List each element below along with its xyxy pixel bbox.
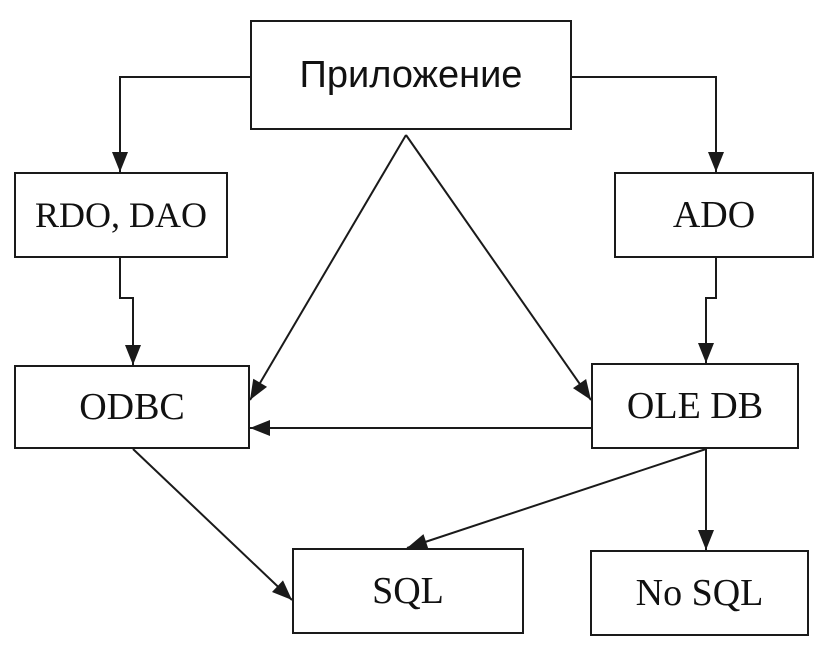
node-app: Приложение: [250, 20, 572, 130]
edge-ado-to-ole-db: [698, 258, 717, 363]
node-ado: ADO: [614, 172, 814, 258]
edge-line: [406, 448, 707, 549]
node-sql: SQL: [292, 548, 524, 634]
edge-app-to-odbc: [249, 134, 407, 401]
arrowhead-icon: [112, 152, 128, 172]
edge-line: [249, 134, 407, 401]
arrowhead-icon: [698, 343, 714, 363]
arrowhead-icon: [698, 530, 714, 550]
edge-line: [572, 76, 717, 172]
edge-line: [119, 76, 250, 172]
node-rdo-dao: RDO, DAO: [14, 172, 228, 258]
arrowhead-icon: [250, 378, 268, 400]
edge-ole-db-to-odbc: [250, 420, 591, 436]
edge-ole-db-to-no-sql: [698, 449, 714, 550]
node-odbc: ODBC: [14, 365, 250, 449]
arrowhead-icon: [125, 345, 141, 365]
arrowhead-icon: [708, 152, 724, 172]
edge-line: [119, 258, 134, 365]
edge-app-to-rdo-dao: [112, 76, 250, 172]
edge-app-to-ole-db: [405, 134, 592, 401]
edge-line: [705, 258, 717, 363]
arrowhead-icon: [407, 534, 429, 550]
edge-rdo-dao-to-odbc: [119, 258, 141, 365]
node-no-sql: No SQL: [590, 550, 809, 636]
edge-ole-db-to-sql: [406, 448, 707, 550]
arrowhead-icon: [271, 580, 292, 600]
arrowhead-icon: [572, 379, 591, 400]
edge-odbc-to-sql: [132, 448, 293, 601]
node-ole-db: OLE DB: [591, 363, 799, 449]
arrowhead-icon: [250, 420, 270, 436]
edge-line: [405, 134, 592, 401]
edge-app-to-ado: [572, 76, 724, 172]
edge-line: [132, 448, 293, 601]
